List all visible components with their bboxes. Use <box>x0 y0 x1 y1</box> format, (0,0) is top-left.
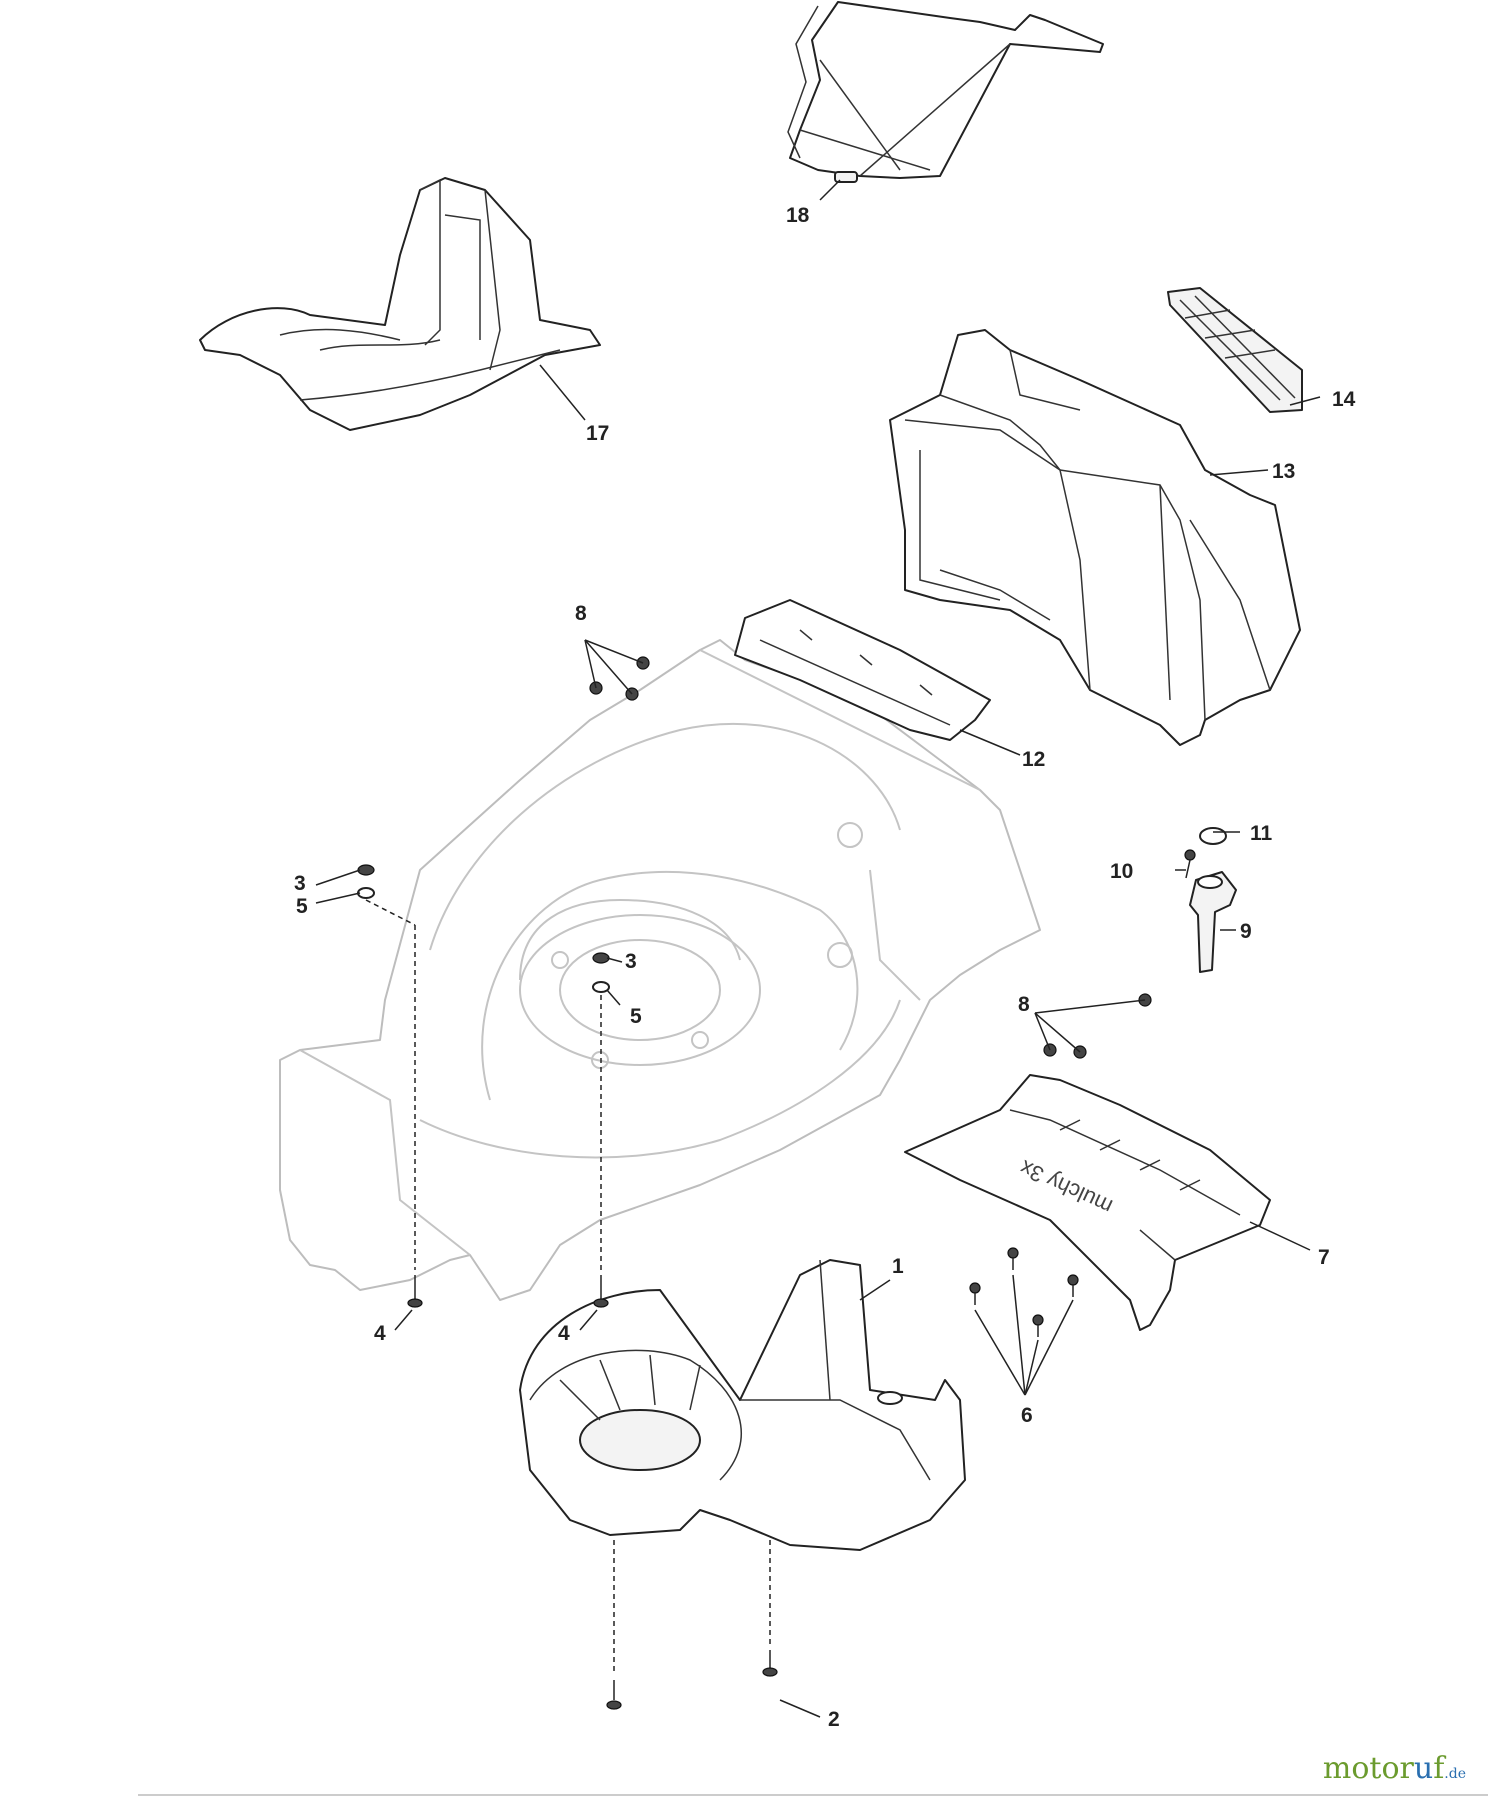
footer-rule <box>138 1794 1488 1796</box>
watermark-tld: .de <box>1444 1766 1466 1782</box>
leader-lines <box>315 179 1321 1718</box>
part-13-front-cover <box>199 177 601 431</box>
callout-7: 7 <box>1318 1246 1330 1269</box>
assembly-lines <box>365 899 771 1675</box>
part-14-grass-guide <box>787 1 1104 183</box>
callout-18: 11 <box>1250 822 1273 845</box>
callout-17: 10 <box>1110 860 1133 883</box>
callout-3-left: 3 <box>294 872 306 895</box>
callout-2: 2 <box>828 1708 840 1731</box>
part-18-washer <box>1199 827 1227 845</box>
callout-9: 9 <box>1240 920 1252 943</box>
part-17-screw <box>1184 849 1196 879</box>
part-10-rear-flap <box>734 599 991 741</box>
part-11-housing <box>889 329 1301 746</box>
watermark-u: u <box>1413 1751 1434 1786</box>
callout-6: 6 <box>1021 1404 1033 1427</box>
callout-3-center: 3 <box>625 950 637 973</box>
callout-8-top: 8 <box>575 602 587 625</box>
callout-4-left: 4 <box>374 1322 386 1345</box>
callout-12: 14 <box>1332 388 1356 411</box>
callout-4-center: 4 <box>558 1322 570 1345</box>
part-12-filter <box>1167 287 1303 413</box>
part-7-mulch-plate: mulchy 3x <box>904 1074 1271 1331</box>
mower-deck <box>279 639 1041 1301</box>
callout-14: 18 <box>786 204 810 227</box>
watermark-prefix: motor <box>1322 1751 1414 1786</box>
part-9-height-adjuster <box>1189 871 1237 973</box>
watermark-logo: motoruf.de <box>1323 1751 1466 1786</box>
callout-8-right: 8 <box>1018 993 1030 1016</box>
part-1-deflector <box>519 1259 966 1551</box>
watermark-suffix: f <box>1433 1751 1445 1786</box>
callout-1: 1 <box>892 1255 904 1278</box>
callout-13: 17 <box>586 422 609 445</box>
callout-labels: 18 17 14 13 12 11 10 9 8 8 3 5 3 5 7 1 6… <box>294 204 1356 1731</box>
callout-11: 13 <box>1272 460 1295 483</box>
callout-5-left: 5 <box>296 895 308 918</box>
callout-5-center: 5 <box>630 1005 642 1028</box>
callout-10: 12 <box>1022 748 1045 771</box>
